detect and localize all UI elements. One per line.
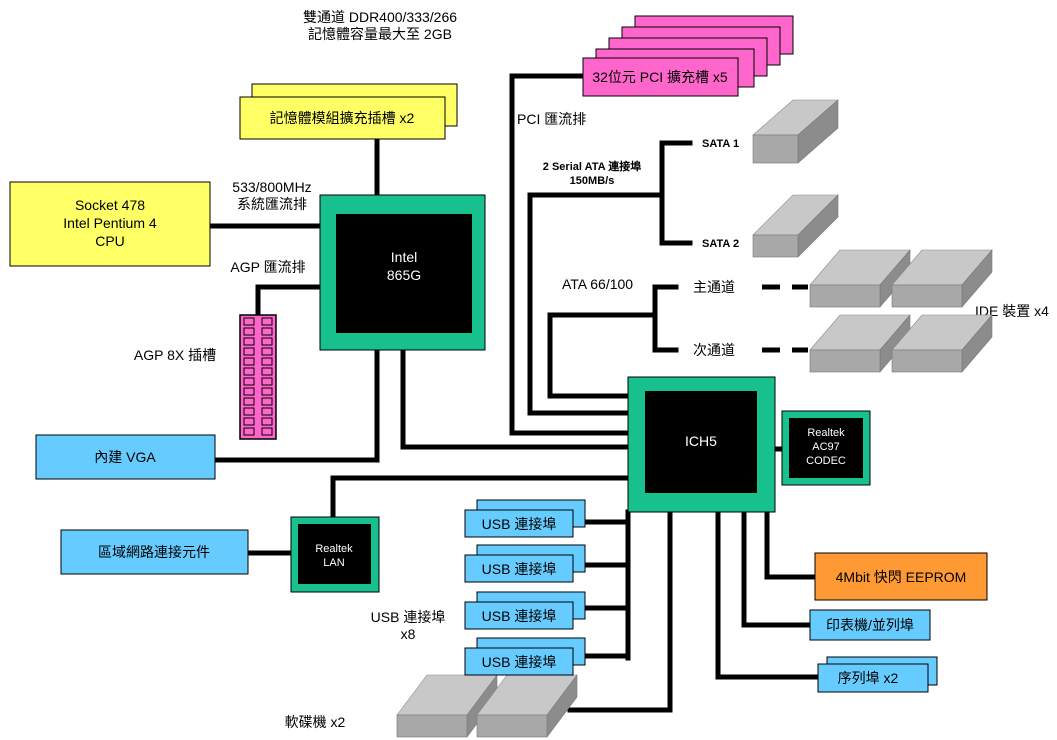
southbridge-label: ICH5 [685, 433, 717, 449]
eeprom-box: 4Mbit 快閃 EEPROM [814, 552, 988, 601]
serial-port-box: 序列埠 x2 [817, 656, 938, 693]
usb-port-4: USB 連接埠 [464, 637, 586, 676]
agp-pin [243, 317, 255, 326]
ata-label: ATA 66/100 [562, 276, 633, 292]
cpu-line2: Intel Pentium 4 [63, 215, 157, 231]
agp-pin [243, 427, 255, 436]
agp-pin [243, 337, 255, 346]
usb-port-4-label: USB 連接埠 [482, 654, 557, 670]
agp-pin [261, 357, 273, 366]
lan-chip-line1: Realtek [315, 543, 353, 555]
system-bus-line2: 系統匯流排 [237, 196, 307, 212]
cpu-box: Socket 478 Intel Pentium 4 CPU [9, 181, 211, 267]
cpu-line3: CPU [95, 233, 125, 249]
agp-pin [261, 387, 273, 396]
agp-pin [243, 347, 255, 356]
usb-ports: USB 連接埠 USB 連接埠 USB 連接埠 USB 連接埠 [464, 499, 586, 676]
ide-drive-3 [809, 314, 911, 373]
lan-component-box: 區域網路連接元件 [60, 529, 249, 575]
printer-port-label: 印表機/並列埠 [826, 617, 914, 633]
ide-devices-label: IDE 裝置 x4 [975, 303, 1049, 319]
agp-slot-graphic [239, 314, 277, 440]
cpu-line1: Socket 478 [75, 197, 145, 213]
pci-slots: 32位元 PCI 擴充槽 x5 [582, 15, 794, 97]
bus-lines [207, 73, 821, 713]
codec-line3: CODEC [806, 455, 846, 467]
floppy-label: 軟碟機 x2 [285, 714, 346, 730]
agp-pin [243, 407, 255, 416]
agp-pin [243, 387, 255, 396]
memory-note-line2: 記憶體容量最大至 2GB [308, 26, 452, 42]
agp-pin [261, 347, 273, 356]
agp-pin [261, 377, 273, 386]
system-bus-line1: 533/800MHz [232, 179, 311, 195]
lan-component-label: 區域網路連接元件 [98, 544, 210, 560]
usb-note-line1: USB 連接埠 [371, 609, 446, 625]
agp-pin [261, 337, 273, 346]
ide-drive-1 [809, 249, 911, 308]
agp-pin [261, 427, 273, 436]
sata-note-line2: 150MB/s [570, 175, 615, 187]
memory-slots-label: 記憶體模組擴充插槽 x2 [270, 110, 415, 126]
agp-pin [261, 417, 273, 426]
sata1-drive [752, 99, 839, 164]
floppy-drive-1 [396, 674, 498, 738]
sata2-label: SATA 2 [702, 238, 739, 250]
usb-port-3-label: USB 連接埠 [482, 608, 557, 624]
floppy-drive-2 [476, 674, 578, 738]
memory-note-line1: 雙通道 DDR400/333/266 [303, 9, 457, 25]
secondary-channel-label: 次通道 [693, 342, 735, 358]
ide-dash-lines [762, 284, 808, 353]
memory-slots: 記憶體模組擴充插槽 x2 [239, 83, 458, 140]
agp-pin [243, 377, 255, 386]
agp-pin [261, 367, 273, 376]
serial-port-label: 序列埠 x2 [838, 670, 899, 686]
eeprom-label: 4Mbit 快閃 EEPROM [836, 569, 967, 585]
pci-bus-label: PCI 匯流排 [517, 111, 586, 127]
agp-bus-label: AGP 匯流排 [230, 259, 305, 275]
primary-channel-label: 主通道 [693, 279, 735, 295]
codec-line1: Realtek [807, 427, 845, 439]
vga-label: 內建 VGA [94, 449, 156, 465]
ide-drive-2 [891, 249, 993, 308]
usb-note-line2: x8 [401, 626, 416, 642]
northbridge-line1: Intel [391, 249, 417, 265]
sata-note-line1: 2 Serial ATA 連接埠 [543, 159, 641, 173]
usb-port-2: USB 連接埠 [464, 544, 586, 583]
drives [396, 99, 993, 738]
agp-pin [243, 327, 255, 336]
agp-pin [243, 367, 255, 376]
agp-pin [261, 407, 273, 416]
northbridge-line2: 865G [387, 267, 421, 283]
southbridge-chip: ICH5 [627, 376, 776, 513]
agp-pin [243, 417, 255, 426]
codec-chip: Realtek AC97 CODEC [781, 410, 871, 486]
usb-port-1: USB 連接埠 [464, 499, 586, 538]
printer-port-box: 印表機/並列埠 [809, 609, 931, 641]
agp-pin [261, 397, 273, 406]
sata2-drive [752, 194, 839, 258]
usb-port-3: USB 連接埠 [464, 591, 586, 630]
vga-box: 內建 VGA [35, 434, 216, 480]
agp-pin [261, 317, 273, 326]
agp-pin [243, 357, 255, 366]
usb-port-2-label: USB 連接埠 [482, 561, 557, 577]
northbridge-chip: Intel 865G [319, 194, 486, 351]
usb-port-1-label: USB 連接埠 [482, 516, 557, 532]
agp-pin [243, 397, 255, 406]
ide-drive-4 [891, 314, 993, 373]
pci-slots-label: 32位元 PCI 擴充槽 x5 [592, 69, 728, 85]
lan-chip: Realtek LAN [290, 516, 380, 593]
codec-line2: AC97 [812, 441, 840, 453]
agp-pin [261, 327, 273, 336]
sata1-label: SATA 1 [702, 138, 739, 150]
lan-chip-line2: LAN [323, 557, 344, 569]
agp-slot-label: AGP 8X 插槽 [134, 347, 216, 363]
